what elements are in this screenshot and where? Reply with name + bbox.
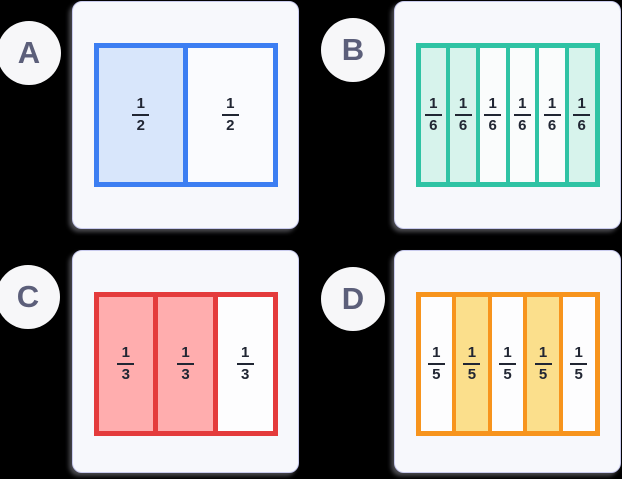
fraction-bar-line: [177, 363, 194, 365]
fraction-bar-line: [236, 363, 254, 365]
fraction-bar-line: [543, 114, 561, 116]
fraction-bar-line: [454, 114, 472, 116]
choice-badge-a: A: [0, 21, 61, 85]
fraction-bar-line: [132, 114, 150, 116]
fraction-bar-line: [117, 363, 135, 365]
choice-badge-c: C: [0, 265, 60, 329]
fraction-bar-line: [484, 114, 502, 116]
fraction-bar-line: [463, 363, 481, 365]
fraction-bar-line: [427, 363, 445, 365]
choice-letter: A: [17, 35, 41, 70]
fraction-bar-line: [424, 114, 442, 116]
choice-badge-d: D: [321, 267, 385, 331]
fraction-bar-line: [498, 363, 516, 365]
fraction-bar-line: [573, 114, 591, 116]
fraction-bar-line: [570, 363, 588, 365]
fraction-bar-line: [534, 363, 552, 365]
fraction-bar-line: [221, 114, 239, 116]
choice-badge-b: B: [321, 18, 385, 82]
fraction-bar-line: [513, 114, 531, 116]
choice-letter: D: [341, 281, 365, 316]
choice-letter: C: [16, 279, 40, 314]
choice-letter: B: [341, 32, 365, 67]
